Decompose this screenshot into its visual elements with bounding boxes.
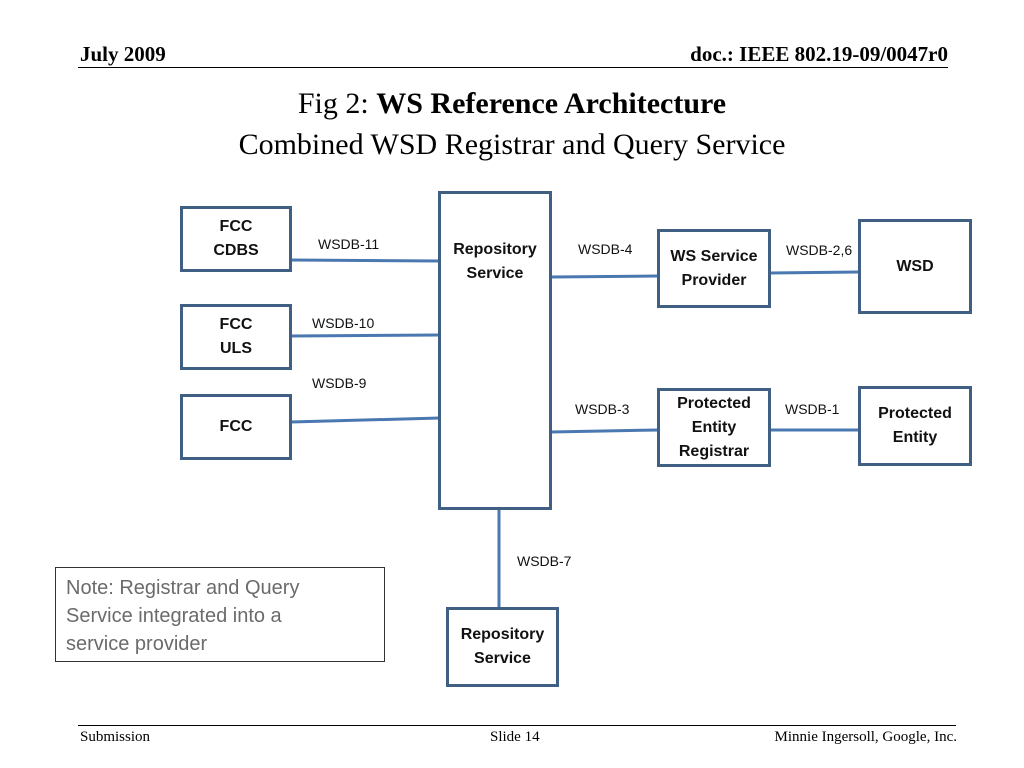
node-wsd: WSD xyxy=(858,219,972,314)
node-repository-service-bottom: Repository Service xyxy=(446,607,559,687)
node-fcc-uls: FCC ULS xyxy=(180,304,292,370)
label-wsdb-2-6: WSDB-2,6 xyxy=(786,242,853,258)
node-repository-service-bottom-label: Repository Service xyxy=(460,626,545,667)
header-date: July 2009 xyxy=(80,42,166,66)
footer-author: Minnie Ingersoll, Google, Inc. xyxy=(774,729,957,745)
node-protected-entity-registrar: Protected Entity Registrar xyxy=(657,388,771,467)
slide-title: Fig 2: WS Reference Architecture xyxy=(0,83,1024,125)
node-repository-service-main-label: Repository Service xyxy=(453,241,537,282)
link-wsdb-10 xyxy=(290,333,441,338)
link-wsdb-11 xyxy=(290,258,441,263)
header-divider xyxy=(78,67,948,68)
label-wsdb-10: WSDB-10 xyxy=(312,315,375,331)
node-repository-service-main: Repository Service xyxy=(438,191,552,510)
node-ws-service-provider-label: WS Service Provider xyxy=(670,247,758,289)
label-wsdb-9: WSDB-9 xyxy=(312,375,367,391)
node-protected-entity-registrar-label: Protected Entity Registrar xyxy=(677,394,751,460)
node-fcc-label: FCC xyxy=(219,418,253,435)
link-wsdb-4 xyxy=(550,274,659,279)
node-ws-service-provider: WS Service Provider xyxy=(657,229,771,308)
label-wsdb-4: WSDB-4 xyxy=(578,241,633,257)
node-wsd-label: WSD xyxy=(896,257,934,275)
header-doc-id: doc.: IEEE 802.19-09/0047r0 xyxy=(690,42,948,66)
title-prefix: Fig 2: xyxy=(297,87,377,120)
link-wsdb-9 xyxy=(290,416,441,424)
label-wsdb-11: WSDB-11 xyxy=(318,236,380,252)
label-wsdb-3: WSDB-3 xyxy=(575,401,630,417)
footer-divider xyxy=(78,725,956,726)
node-protected-entity-label: Protected Entity xyxy=(878,405,952,446)
node-protected-entity: Protected Entity xyxy=(858,386,972,466)
note-box: Note: Registrar and Query Service integr… xyxy=(55,567,385,662)
slide-subtitle: Combined WSD Registrar and Query Service xyxy=(238,128,786,161)
footer-submission: Submission xyxy=(80,729,151,745)
node-fcc-uls-label: FCC ULS xyxy=(219,316,253,357)
label-wsdb-1: WSDB-1 xyxy=(785,401,840,417)
node-fcc-cdbs: FCC CDBS xyxy=(180,206,292,272)
link-wsdb-3 xyxy=(550,428,659,434)
label-wsdb-7: WSDB-7 xyxy=(517,553,572,569)
node-fcc: FCC xyxy=(180,394,292,460)
footer-slide-number: Slide 14 xyxy=(490,729,540,745)
title-bold: WS Reference Architecture xyxy=(376,87,727,120)
node-fcc-cdbs-label: FCC CDBS xyxy=(213,218,259,259)
link-wsdb-2-6 xyxy=(769,270,860,275)
